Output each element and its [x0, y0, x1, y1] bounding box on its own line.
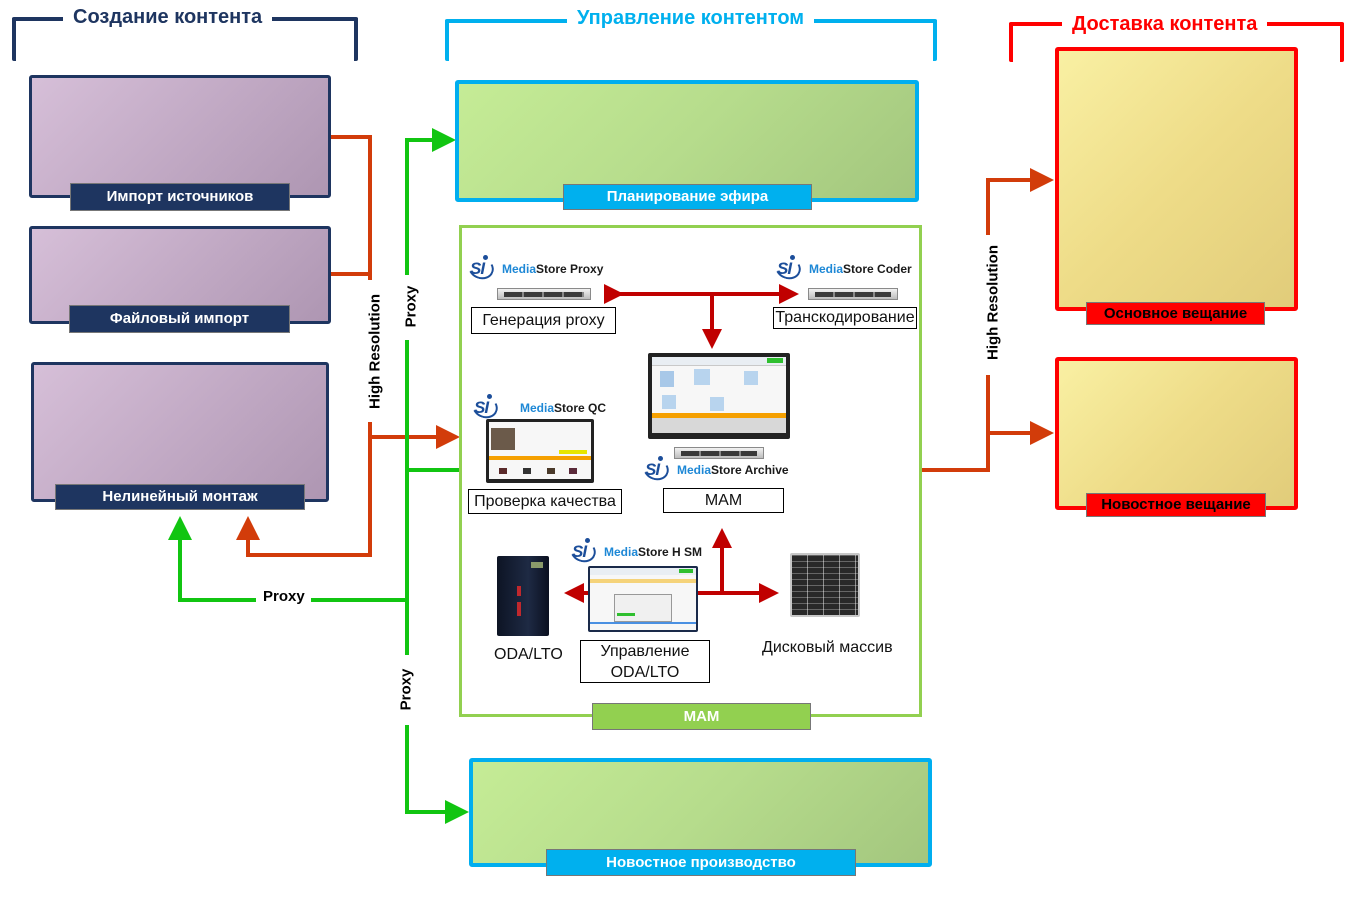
main-broadcast-box[interactable]: [1055, 47, 1298, 311]
si-logo-icon: SI: [465, 253, 497, 283]
nonlinear-editing-box[interactable]: [31, 362, 329, 502]
proxy-server-icon: [497, 288, 591, 300]
oda-lto-management-caption: Управление ODA/LTO: [580, 640, 710, 683]
proxy-horizontal-label: Proxy: [257, 588, 311, 605]
coder-server-icon: [808, 288, 898, 300]
file-import-label: Файловый импорт: [69, 305, 290, 333]
oda-lto-caption: ODA/LTO: [494, 646, 563, 663]
disk-array-icon: [790, 553, 860, 617]
mam-caption: MAM: [663, 488, 784, 513]
caption-line-2: ODA/LTO: [610, 664, 680, 681]
main-broadcast-label: Основное вещание: [1086, 302, 1265, 325]
source-import-label: Импорт источников: [70, 183, 290, 211]
news-broadcast-label: Новостное вещание: [1086, 493, 1266, 517]
quality-check-caption: Проверка качества: [468, 489, 622, 514]
news-production-label: Новостное производство: [546, 849, 856, 876]
proxy-top-label: Proxy: [402, 277, 420, 336]
si-logo-icon: SI: [772, 253, 804, 283]
caption-line-1: Управление: [600, 643, 690, 660]
section-title-management: Управление контентом: [567, 7, 815, 30]
si-logo-icon: SI: [567, 536, 599, 566]
nonlinear-editing-label: Нелинейный монтаж: [55, 484, 305, 510]
section-title-creation: Создание контента: [63, 6, 273, 29]
si-logo-icon: SI: [640, 454, 672, 484]
disk-array-caption: Дисковый массив: [762, 639, 893, 656]
qc-monitor-icon: [486, 419, 594, 483]
source-import-box[interactable]: [29, 75, 331, 198]
high-res-left-label: High Resolution: [366, 285, 384, 418]
mam-monitor-icon: [648, 353, 790, 439]
proxy-generation-caption: Генерация proxy: [471, 307, 616, 334]
high-res-right-label: High Resolution: [984, 236, 1002, 369]
transcoding-caption: Транскодирование: [773, 307, 917, 329]
mam-frame-label: MAM: [592, 703, 811, 730]
air-planning-label: Планирование эфира: [563, 184, 812, 210]
archive-server-icon: [674, 447, 764, 459]
proxy-bottom-label: Proxy: [397, 660, 415, 719]
oda-lto-tower-icon: [497, 556, 549, 636]
section-title-delivery: Доставка контента: [1062, 13, 1268, 36]
hsm-monitor-icon: [588, 566, 698, 632]
si-logo-icon: SI: [469, 392, 501, 422]
news-broadcast-box[interactable]: [1055, 357, 1298, 510]
